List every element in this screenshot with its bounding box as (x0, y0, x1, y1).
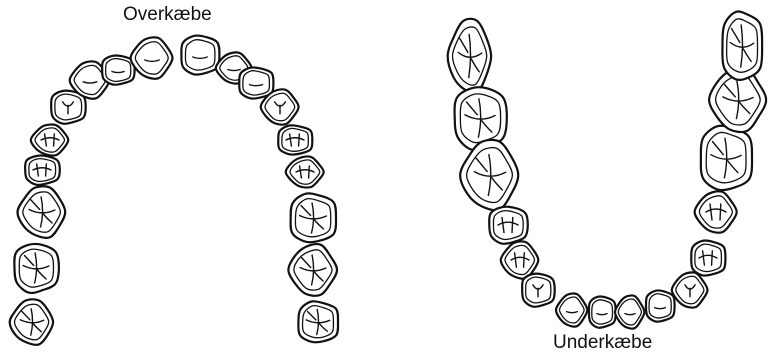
tooth-outline (181, 36, 219, 75)
tooth-outline (25, 156, 60, 185)
tooth-groove (524, 253, 525, 267)
lower-tooth-canine (522, 274, 555, 307)
lower-tooth-incisor (589, 296, 616, 327)
upper-tooth-molar (298, 301, 338, 342)
tooth-groove (299, 134, 300, 146)
lower-tooth-incisor (615, 295, 644, 328)
tooth-groove (720, 204, 721, 220)
upper-tooth-molar (14, 244, 59, 293)
lower-tooth-molar (448, 19, 491, 94)
tooth-outline (17, 186, 65, 238)
tooth-groove (512, 217, 513, 232)
lower-tooth-molar (722, 12, 762, 80)
lower-arch (448, 12, 766, 329)
tooth-outline (448, 19, 491, 94)
tooth-outline (646, 290, 675, 321)
upper-tooth-premolar (278, 125, 312, 154)
upper-tooth-incisor (181, 36, 219, 75)
upper-tooth-incisor (131, 37, 173, 78)
tooth-outline (288, 244, 337, 296)
upper-tooth-molar (17, 186, 65, 238)
tooth-outline (695, 191, 737, 232)
lower-tooth-molar (460, 140, 518, 210)
tooth-outline (286, 156, 324, 187)
lower-jaw-label: Underkæbe (553, 332, 652, 354)
upper-tooth-premolar (25, 156, 60, 185)
tooth-outline (278, 125, 312, 154)
tooth-outline (589, 296, 616, 327)
upper-tooth-molar (291, 193, 336, 242)
lower-tooth-premolar (489, 207, 528, 244)
tooth-outline (556, 293, 587, 326)
tooth-outline (489, 207, 528, 244)
tooth-outline (131, 37, 173, 78)
lower-tooth-canine (672, 272, 708, 307)
tooth-outline (691, 240, 725, 275)
upper-arch (10, 36, 338, 345)
upper-tooth-molar (288, 244, 337, 296)
tooth-groove (46, 164, 47, 176)
tooth-groove (309, 166, 310, 178)
upper-jaw-label: Overkæbe (123, 4, 212, 26)
lower-tooth-molar (701, 126, 752, 190)
tooth-outline (31, 125, 69, 156)
lower-tooth-premolar (695, 191, 737, 232)
lower-tooth-incisor (646, 290, 675, 321)
upper-tooth-premolar (286, 156, 324, 187)
lower-tooth-incisor (556, 293, 587, 326)
tooth-groove (712, 251, 713, 265)
tooth-outline (615, 295, 644, 328)
tooth-groove (54, 134, 55, 146)
upper-tooth-premolar (31, 125, 69, 156)
tooth-outline (460, 140, 518, 210)
upper-tooth-molar (10, 299, 53, 345)
lower-tooth-premolar (691, 240, 725, 275)
